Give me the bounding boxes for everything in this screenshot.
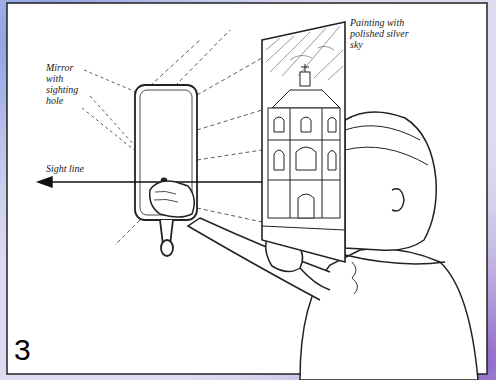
part-label: Painting with polished silver sky [350, 17, 416, 50]
perspective-lines-part [150, 40, 200, 86]
baptistery-part [296, 147, 316, 170]
perspective-lines-part [197, 208, 262, 222]
painting [262, 22, 345, 262]
perspective-lines-part [197, 58, 262, 95]
mirror-part [161, 240, 173, 256]
line-label: Sight line [46, 163, 116, 174]
baptistery-part [262, 226, 345, 230]
baptistery-part [272, 90, 340, 108]
baptistery-part [322, 108, 323, 218]
perspective-lines-part [115, 220, 140, 245]
silver-sky [266, 26, 343, 80]
baptistery-part [305, 64, 306, 72]
perspective-lines-part [197, 150, 262, 160]
sight-line-part [48, 181, 262, 182]
baptistery [262, 64, 345, 230]
sight-line [38, 177, 262, 187]
baptistery-part [268, 140, 340, 141]
leader-lines-part [82, 108, 134, 150]
perspective-lines-part [197, 110, 262, 130]
perspective-lines [115, 30, 262, 245]
man-part [352, 262, 358, 294]
baptistery-part [301, 117, 311, 132]
figure-number: 3 [14, 334, 54, 366]
leader-lines-part [84, 70, 136, 92]
painting-part [262, 22, 345, 262]
man-part [300, 268, 330, 290]
baptistery-part [274, 150, 284, 170]
man-part [345, 126, 420, 140]
silver-sky-part [266, 26, 343, 80]
baptistery-part [268, 108, 340, 218]
mirror [135, 85, 197, 256]
baptistery-part [328, 151, 336, 171]
baptistery-part [300, 72, 310, 86]
man-part [345, 255, 445, 264]
baptistery-part [274, 117, 284, 132]
mirror-part [135, 85, 197, 220]
silver-sky-part [290, 46, 334, 60]
baptistery-part [290, 108, 291, 218]
man-part [300, 249, 478, 380]
perspective-lines-part [175, 30, 230, 86]
man-part [392, 189, 404, 211]
man-part [150, 181, 195, 217]
baptistery-part [301, 67, 309, 68]
man-part [154, 191, 178, 202]
man-part [345, 112, 436, 250]
sight-line-part [38, 177, 52, 187]
part-label: Mirror with sighting hole [46, 62, 92, 106]
baptistery-part [328, 118, 336, 133]
baptistery-part [268, 180, 340, 181]
man-part [345, 147, 428, 165]
baptistery-part [298, 194, 314, 218]
